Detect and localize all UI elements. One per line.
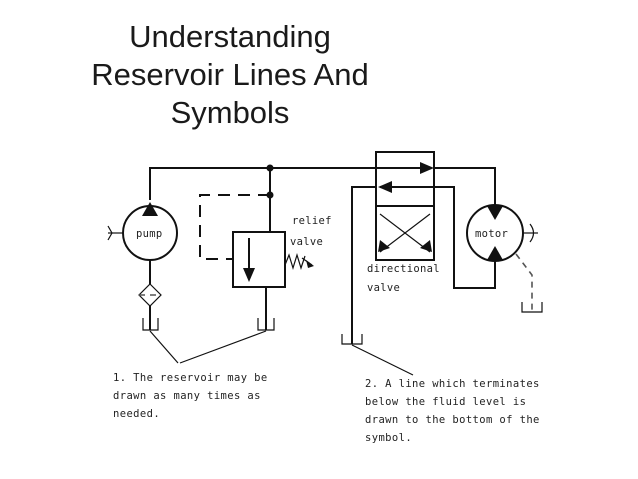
- valve-cross-arrow-icon-1: [378, 240, 390, 252]
- spring-icon: [284, 252, 306, 271]
- note-1-line-1: 1. The reservoir may be: [113, 372, 268, 384]
- note-2-line-1: 2. A line which terminates: [365, 378, 540, 390]
- pilot-line: [199, 194, 270, 260]
- motor-arrow-bottom-icon: [487, 246, 503, 260]
- directional-label-2: valve: [367, 282, 400, 294]
- valve-cross-arrow-icon-2: [420, 240, 432, 252]
- motor-drain-line: [515, 253, 533, 312]
- slide-title: Understanding Reservoir Lines And Symbol…: [40, 18, 420, 132]
- note-1-line-2: drawn as many times as: [113, 390, 261, 402]
- note-2-line-2: below the fluid level is: [365, 396, 526, 408]
- callout-leaders: [149, 330, 414, 376]
- directional-valve-symbol: directional valve: [367, 151, 440, 294]
- motor-label: motor: [475, 228, 508, 240]
- note-2-line-4: symbol.: [365, 432, 412, 444]
- reservoir-icon-return: [341, 334, 363, 345]
- title-line-1: Understanding: [129, 19, 331, 54]
- note-1-line-3: needed.: [113, 408, 160, 420]
- note-1: 1. The reservoir may be drawn as many ti…: [113, 372, 268, 420]
- pump-symbol: pump: [107, 202, 178, 261]
- pressure-line: [149, 164, 378, 232]
- motor-symbol: motor: [466, 204, 543, 313]
- note-2: 2. A line which terminates below the flu…: [365, 378, 540, 444]
- motor-lines: [434, 167, 496, 289]
- relief-arrow-icon: [243, 268, 255, 282]
- relief-label-2: valve: [290, 236, 323, 248]
- pump-suction-line: [138, 260, 162, 331]
- pump-label: pump: [136, 228, 163, 240]
- title-line-3: Symbols: [170, 95, 290, 130]
- motor-arrow-top-icon: [487, 206, 503, 220]
- directional-label-1: directional: [367, 263, 440, 275]
- relief-label-1: relief: [292, 215, 332, 227]
- valve-arrow-right-icon: [420, 162, 434, 174]
- return-line: [341, 186, 376, 345]
- pump-arrow-icon: [142, 202, 158, 216]
- valve-arrow-left-icon: [378, 181, 392, 193]
- junction-dot-top: [266, 164, 274, 172]
- note-2-line-3: drawn to the bottom of the: [365, 414, 540, 426]
- relief-valve-symbol: relief valve: [199, 194, 332, 331]
- reservoir-icon-motor: [521, 302, 543, 313]
- reservoir-icon-pump: [142, 318, 159, 331]
- reservoir-icon-relief: [257, 318, 275, 331]
- title-line-2: Reservoir Lines And: [91, 57, 369, 92]
